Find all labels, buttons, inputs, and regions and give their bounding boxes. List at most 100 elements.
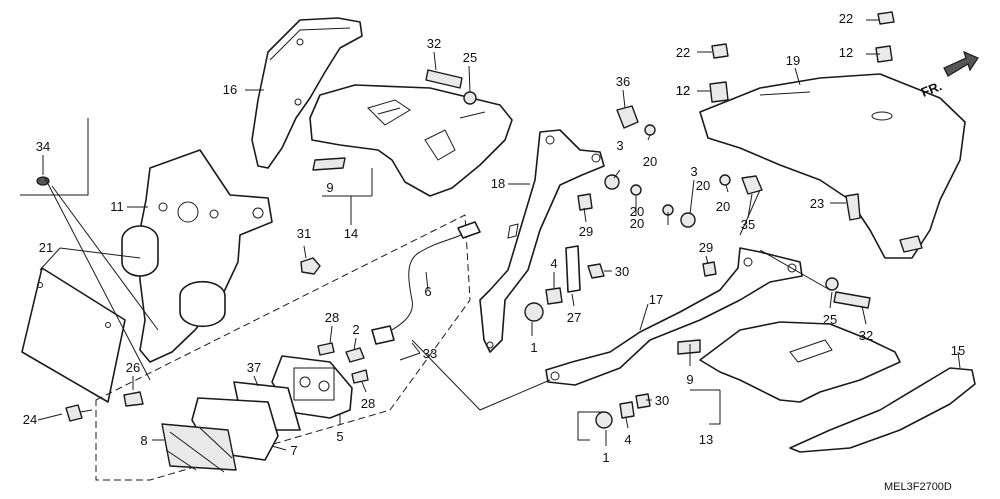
- callout-4: 4: [550, 256, 557, 271]
- callout-1: 1: [530, 340, 537, 355]
- part-17-bracket: [545, 247, 803, 386]
- callout-9: 9: [686, 372, 693, 387]
- callout-26: 26: [126, 360, 140, 375]
- part-13-cover: [699, 321, 901, 403]
- part-36-grommet: [616, 105, 639, 129]
- callout-25: 25: [463, 50, 477, 65]
- callout-28: 28: [361, 396, 375, 411]
- part-3-grommet-b: [680, 212, 696, 228]
- part-30-nut-a: [587, 263, 605, 279]
- callout-28: 28: [325, 310, 339, 325]
- part-29-screw-b: [702, 261, 717, 277]
- callout-29: 29: [579, 224, 593, 239]
- part-23-screw: [845, 193, 861, 221]
- callout-17: 17: [649, 292, 663, 307]
- callout-2: 2: [352, 322, 359, 337]
- part-34-washer: [36, 176, 50, 186]
- callout-34: 34: [36, 139, 50, 154]
- callout-23: 23: [810, 196, 824, 211]
- part-29-screw-a: [577, 193, 593, 211]
- callout-1: 1: [602, 450, 609, 465]
- callout-7: 7: [290, 443, 297, 458]
- part-28-screw-a: [317, 342, 335, 356]
- front-direction-label: FR.: [919, 78, 944, 100]
- callout-33: 33: [423, 346, 437, 361]
- callout-25: 25: [823, 312, 837, 327]
- diagram-code: MEL3F2700D: [884, 481, 952, 493]
- part-20-washer-a: [644, 124, 656, 136]
- part-3-grommet-a: [604, 174, 620, 190]
- part-2-bulb: [345, 347, 365, 363]
- callout-4: 4: [624, 432, 631, 447]
- part-1-grommet-a: [524, 302, 544, 322]
- part-6-harness: [371, 221, 481, 345]
- callout-20: 20: [630, 216, 644, 231]
- part-31-nut: [300, 257, 321, 275]
- part-32-bolt-a: [425, 69, 463, 89]
- part-9-pad-upper: [312, 157, 346, 171]
- callout-20: 20: [696, 178, 710, 193]
- part-20-washer-d: [719, 174, 731, 186]
- callout-3: 3: [616, 138, 623, 153]
- callout-22: 22: [839, 11, 853, 26]
- callout-3: 3: [690, 164, 697, 179]
- callout-18: 18: [491, 176, 505, 191]
- callout-21: 21: [39, 240, 53, 255]
- part-21-license-plate: [21, 267, 126, 403]
- part-35-nut: [741, 175, 763, 195]
- part-30-nut-b: [635, 393, 651, 409]
- part-4-spacer-b: [619, 401, 635, 419]
- part-22-screw-a: [877, 11, 895, 25]
- callout-5: 5: [336, 429, 343, 444]
- part-24-screw: [65, 404, 83, 422]
- callout-14: 14: [344, 226, 358, 241]
- callout-20: 20: [630, 204, 644, 219]
- callout-32: 32: [859, 328, 873, 343]
- callout-36: 36: [616, 74, 630, 89]
- front-direction-arrow: [943, 50, 979, 77]
- part-9-pad-lower: [677, 339, 701, 355]
- part-8-reflector: [161, 423, 237, 471]
- part-19-seat-cowl: [699, 73, 966, 259]
- part-12-collar-a: [709, 81, 729, 103]
- part-14-center-cover: [309, 84, 513, 197]
- callout-12: 12: [839, 45, 853, 60]
- callout-11: 11: [110, 199, 124, 214]
- part-20-washer-b: [630, 184, 642, 196]
- callout-labels: 22 12 22 12 12 19 32 25 16 36 34 3 20 3 …: [23, 11, 965, 465]
- callout-31: 31: [297, 226, 311, 241]
- part-12-collar-b: [875, 45, 893, 63]
- leader-lines: [20, 19, 961, 451]
- part-22-screw-b: [711, 43, 729, 59]
- callout-20: 20: [716, 199, 730, 214]
- part-15-cover: [789, 367, 976, 453]
- part-33-outline: [95, 214, 471, 481]
- part-32-bolt-b: [833, 291, 871, 309]
- part-25-washer-a: [463, 91, 477, 105]
- part-16-cover: [251, 17, 363, 169]
- callout-9: 9: [326, 180, 333, 195]
- callout-8: 8: [140, 433, 147, 448]
- callout-6: 6: [424, 284, 431, 299]
- part-27-strap: [565, 245, 581, 293]
- part-25-washer-b: [825, 277, 839, 291]
- callout-22: 22: [676, 45, 690, 60]
- part-18-bracket: [479, 129, 605, 353]
- callout-15: 15: [951, 343, 965, 358]
- callout-29: 29: [699, 240, 713, 255]
- callout-16: 16: [223, 82, 237, 97]
- callout-35: 35: [741, 217, 755, 232]
- callout-19: 19: [786, 53, 800, 68]
- part-11-plate-bracket: [121, 149, 273, 363]
- callout-32: 32: [427, 36, 441, 51]
- part-4-spacer-a: [545, 287, 563, 305]
- part-26-rubber: [123, 391, 144, 407]
- callout-37: 37: [247, 360, 261, 375]
- callout-12: 12: [676, 83, 690, 98]
- callout-24: 24: [23, 412, 37, 427]
- callout-27: 27: [567, 310, 581, 325]
- callout-30: 30: [615, 264, 629, 279]
- part-28-screw-b: [351, 369, 369, 384]
- callout-20: 20: [643, 154, 657, 169]
